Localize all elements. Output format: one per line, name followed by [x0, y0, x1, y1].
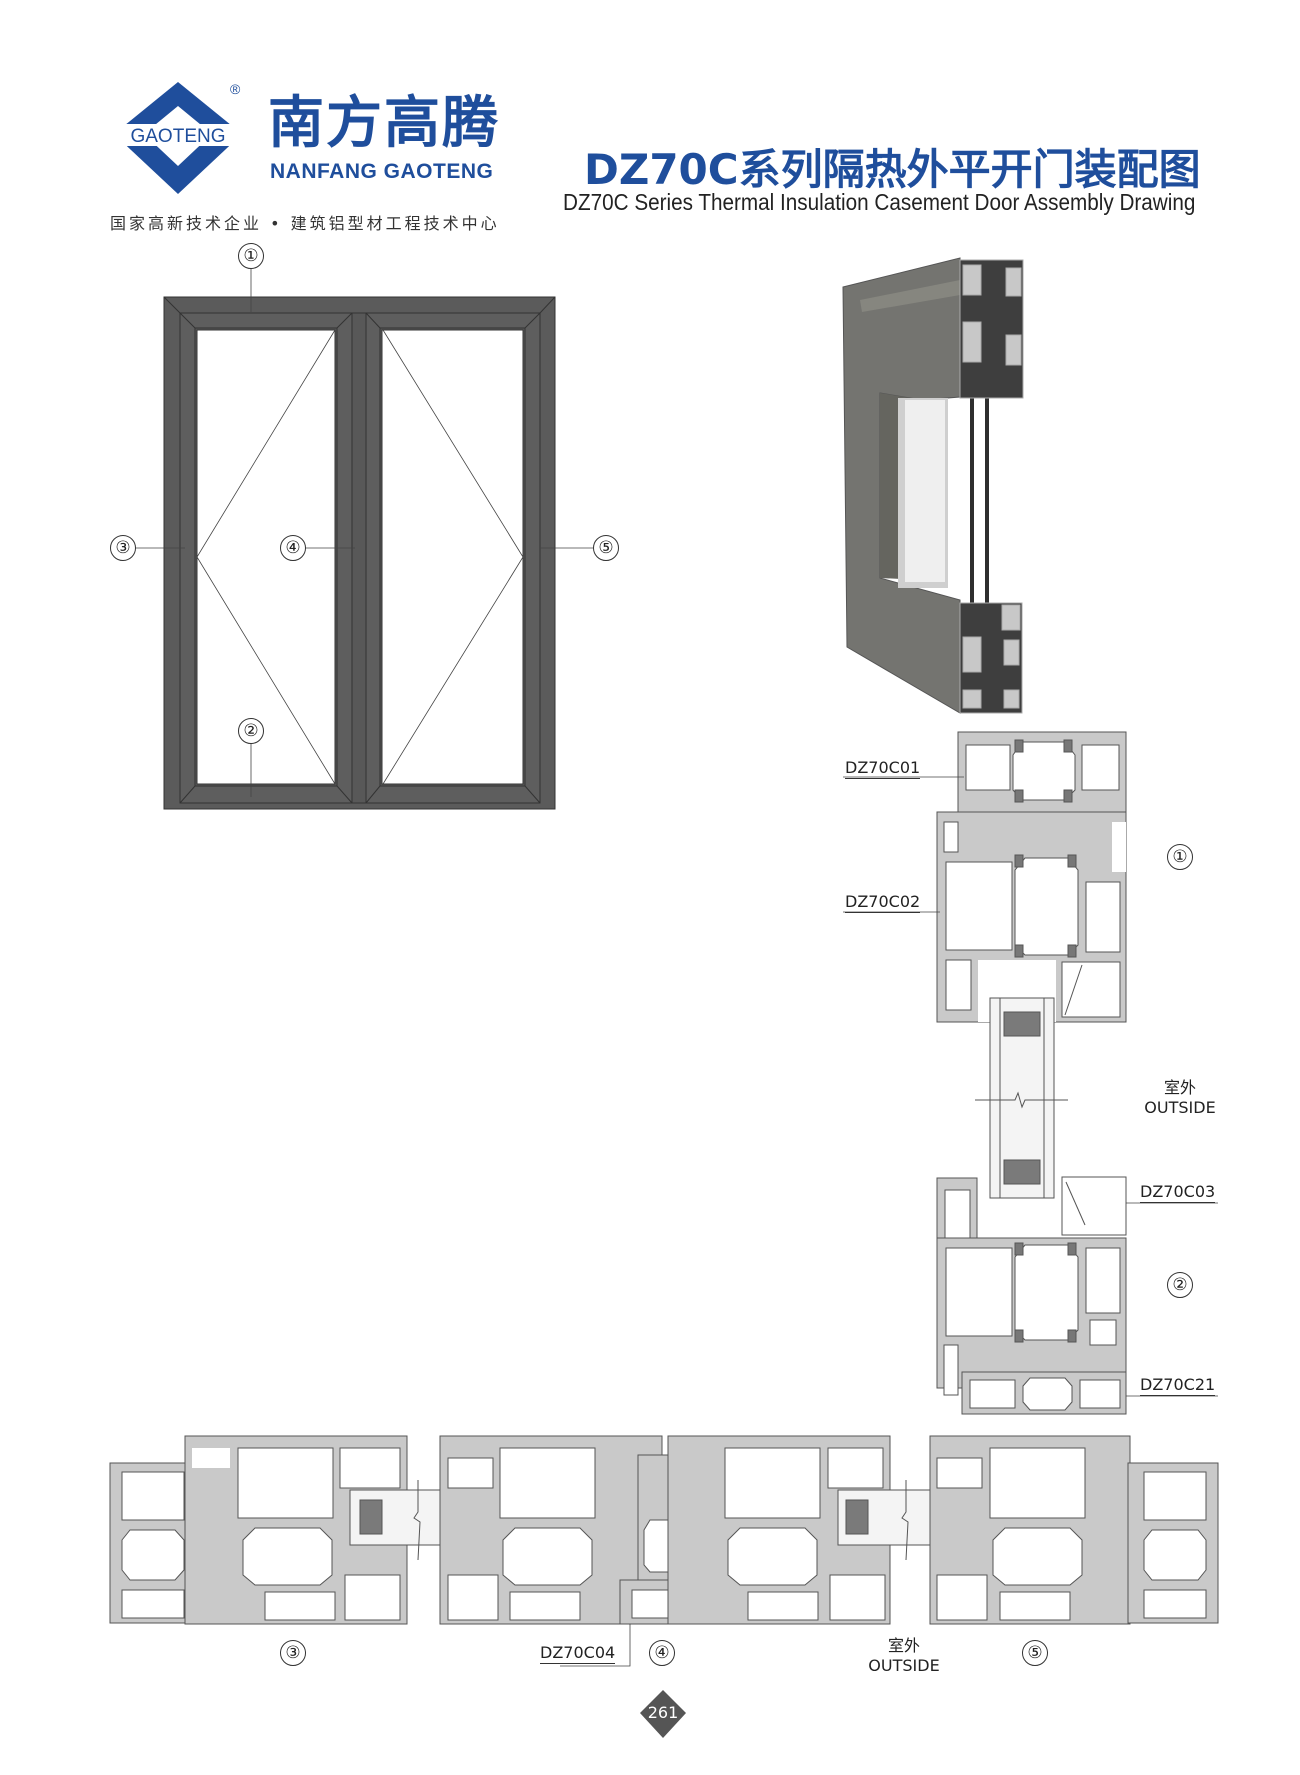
page-title: DZ70C系列隔热外平开门装配图 [584, 145, 1201, 194]
part-label-dz70c02: DZ70C02 [845, 892, 921, 913]
profile-dz70c03 [1061, 1176, 1127, 1236]
page-number-badge [640, 1690, 686, 1738]
part-label-dz70c04: DZ70C04 [540, 1643, 616, 1664]
outside-label-cn: 室外 [1163, 1078, 1196, 1097]
marker-4: ④ [280, 535, 306, 561]
part-label-dz70c01: DZ70C01 [845, 758, 921, 779]
top-profile-cut [959, 259, 1024, 399]
part-label-dz70c21: DZ70C21 [1140, 1375, 1216, 1396]
outside-label-cn-2: 室外 [887, 1636, 920, 1655]
brand-name-en: NANFANG GAOTENG [270, 160, 494, 183]
outside-label-en-2: OUTSIDE [868, 1656, 940, 1675]
brand-name-cn: 南方高腾 [268, 91, 500, 156]
bottom-profile-cut [959, 602, 1023, 714]
slogan: 国家高新技术企业 • 建筑铝型材工程技术中心 [110, 214, 500, 233]
section-marker-5: ⑤ [1022, 1640, 1048, 1666]
leader-lines [135, 268, 593, 797]
page-number: 261 [647, 1703, 679, 1722]
section-marker-4: ④ [649, 1640, 675, 1666]
opening-direction-lines [196, 329, 524, 785]
outside-label-en: OUTSIDE [1144, 1098, 1216, 1117]
section-marker-1: ① [1167, 844, 1193, 870]
section-marker-2: ② [1167, 1272, 1193, 1298]
marker-3: ③ [110, 535, 136, 561]
marker-2: ② [238, 718, 264, 744]
marker-1: ① [238, 243, 264, 269]
logo-emblem-text: GAOTENG [130, 126, 225, 147]
marker-5: ⑤ [593, 535, 619, 561]
gaoteng-logo: GAOTENG ® [110, 81, 246, 194]
part-label-dz70c03: DZ70C03 [1140, 1182, 1216, 1203]
page-subtitle: DZ70C Series Thermal Insulation Casement… [563, 189, 1196, 215]
section-marker-3: ③ [280, 1640, 306, 1666]
svg-text:®: ® [230, 81, 241, 97]
door-frame [163, 296, 556, 810]
